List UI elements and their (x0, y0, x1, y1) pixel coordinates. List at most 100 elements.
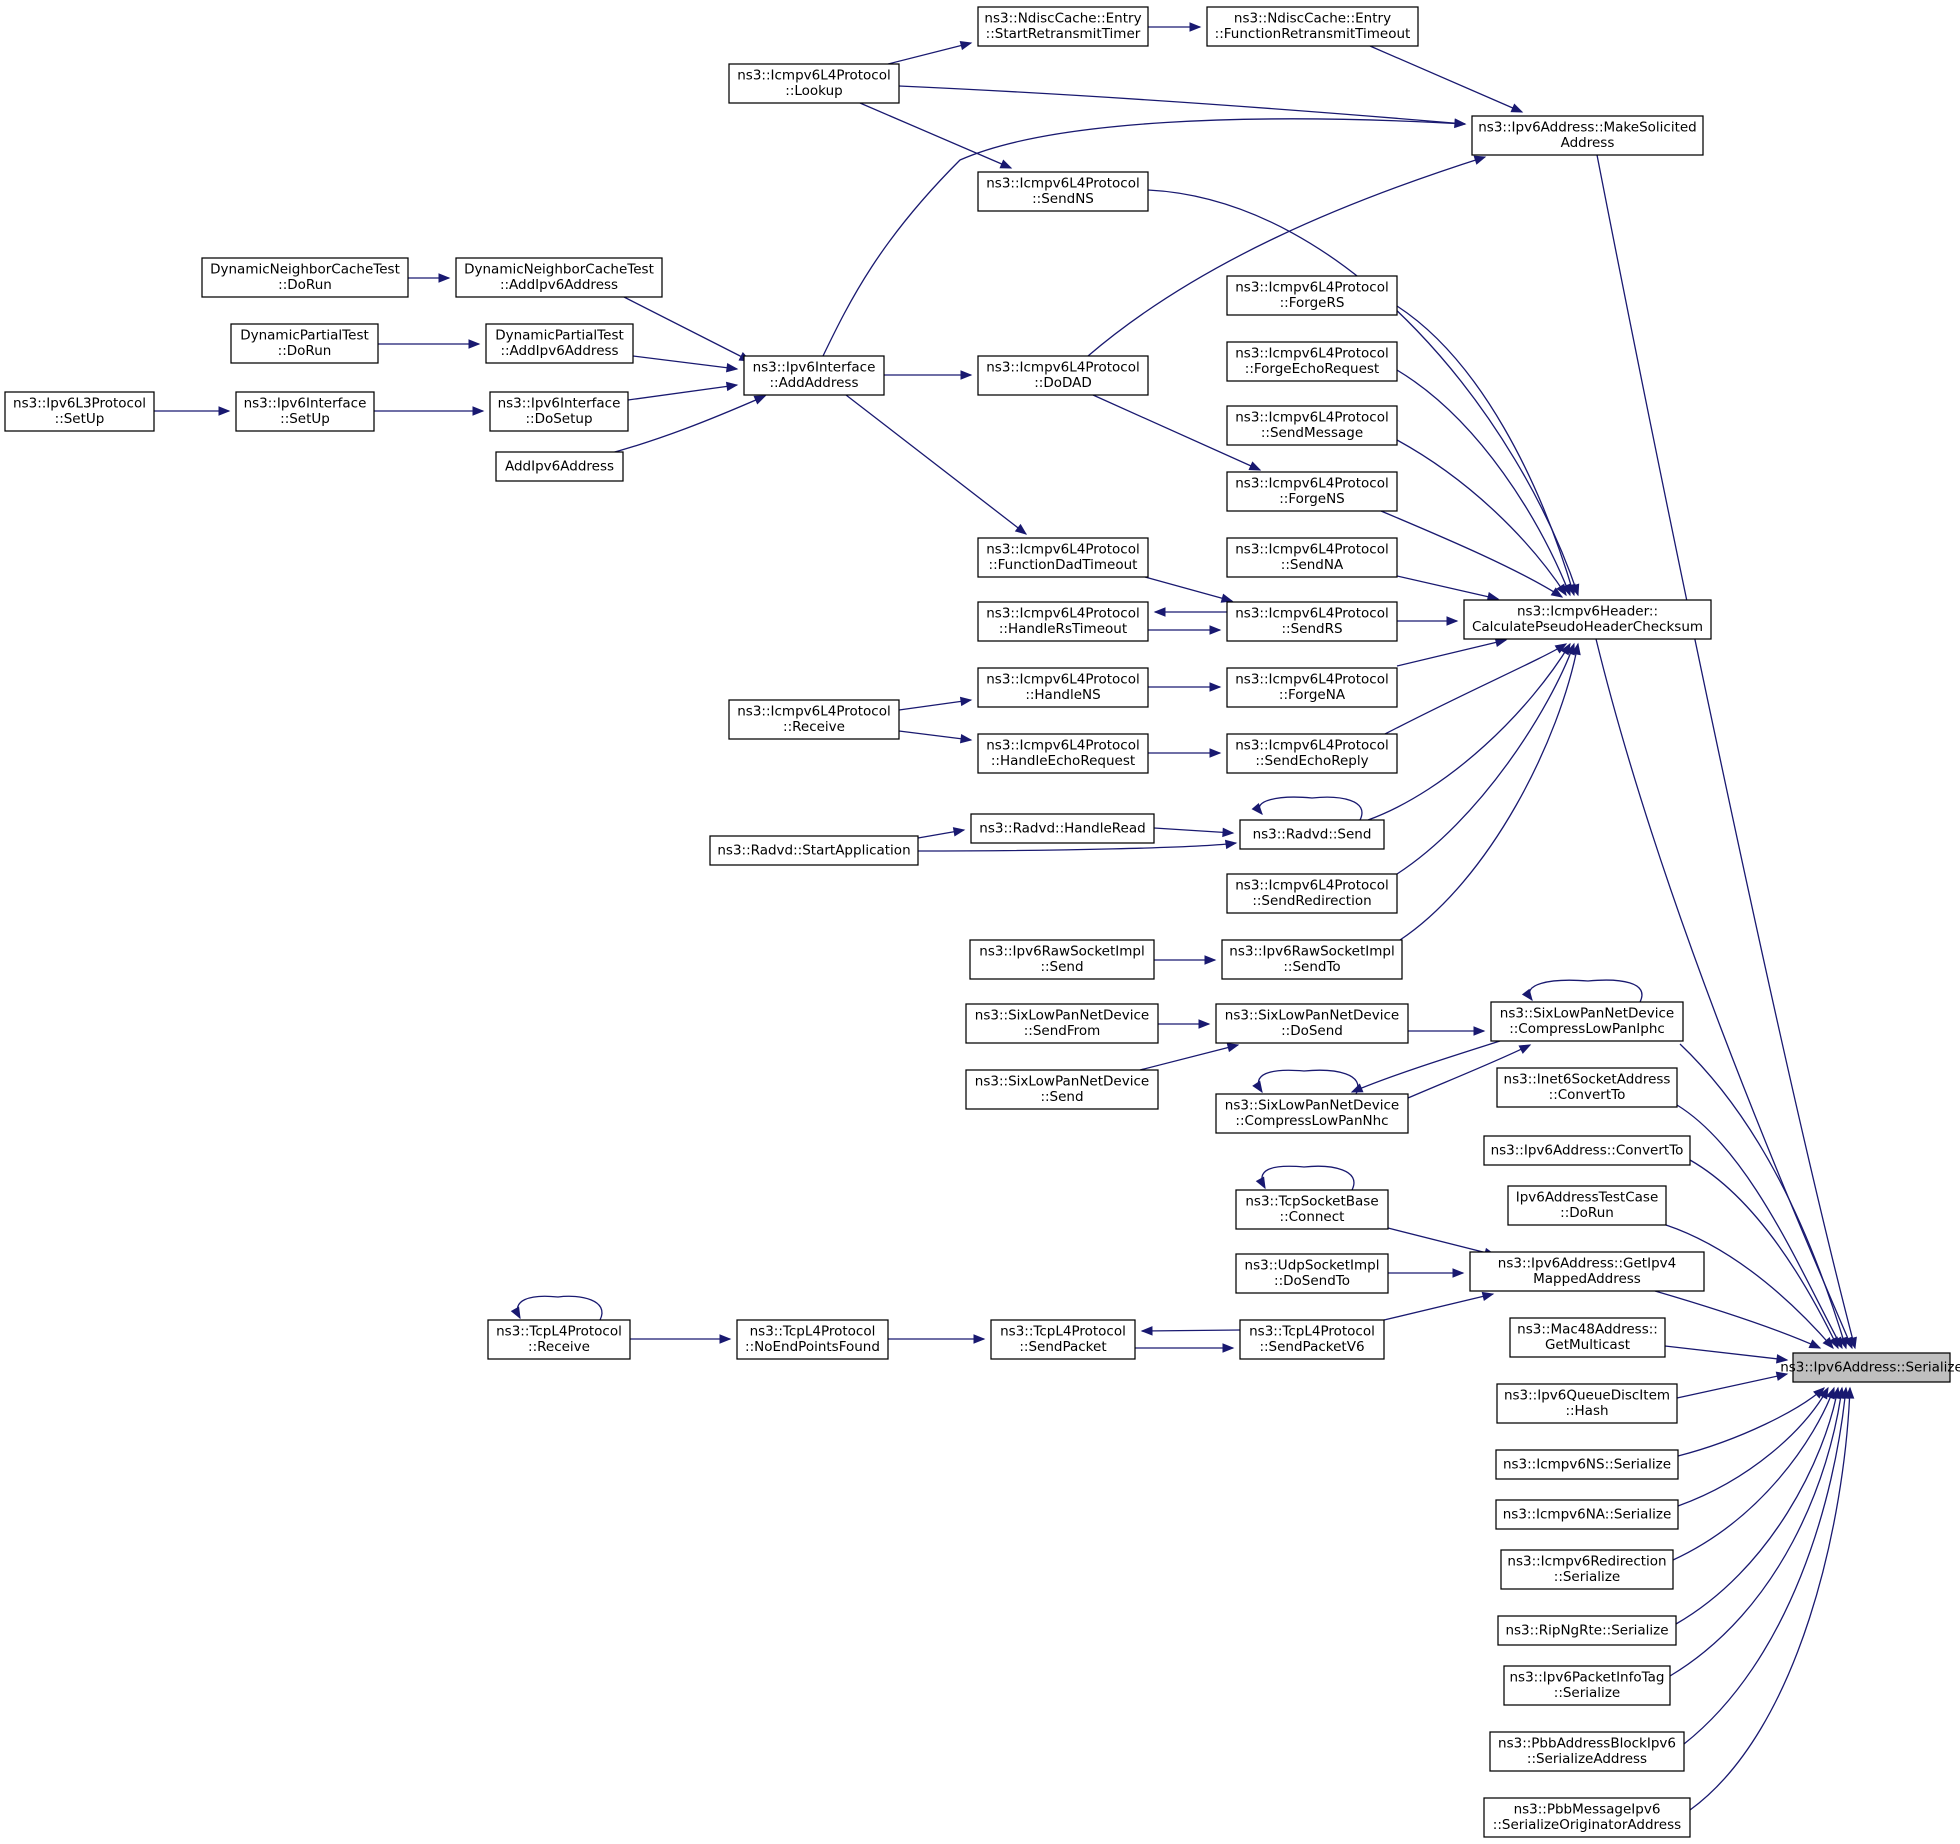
edge-dnct_add-to-ipv6if_addaddr (623, 296, 752, 362)
node-ndisc_func[interactable]: ns3::NdiscCache::Entry::FunctionRetransm… (1206, 6, 1419, 47)
node-label: ::FunctionRetransmitTimeout (1215, 26, 1411, 42)
node-slp_dosend[interactable]: ns3::SixLowPanNetDevice::DoSend (1215, 1003, 1409, 1044)
node-slp_nhc[interactable]: ns3::SixLowPanNetDevice::CompressLowPanN… (1215, 1093, 1409, 1134)
node-icmp_funcdad[interactable]: ns3::Icmpv6L4Protocol::FunctionDadTimeou… (977, 537, 1149, 578)
node-pbb_msg_ser[interactable]: ns3::PbbMessageIpv6::SerializeOriginator… (1483, 1797, 1691, 1838)
node-ipv6addr_convert[interactable]: ns3::Ipv6Address::ConvertTo (1483, 1135, 1691, 1166)
node-ipv6if_setup[interactable]: ns3::Ipv6Interface::SetUp (235, 391, 375, 432)
node-icmpv6ns_ser[interactable]: ns3::Icmpv6NS::Serialize (1495, 1449, 1679, 1480)
node-addipv6addr[interactable]: AddIpv6Address (495, 451, 624, 482)
node-icmp_lookup[interactable]: ns3::Icmpv6L4Protocol::Lookup (728, 63, 900, 104)
node-icmp_handleecho[interactable]: ns3::Icmpv6L4Protocol::HandleEchoRequest (977, 733, 1149, 774)
edge-icmp_sendna-to-calc_pseudo (1396, 575, 1500, 602)
node-tcpl4_sendpacket[interactable]: ns3::TcpL4Protocol::SendPacket (990, 1319, 1136, 1360)
node-label: DynamicNeighborCacheTest (464, 262, 654, 278)
node-label: ::AddIpv6Address (500, 277, 618, 293)
node-icmp_sendna[interactable]: ns3::Icmpv6L4Protocol::SendNA (1226, 537, 1398, 578)
node-ipv6if_dosetup[interactable]: ns3::Ipv6Interface::DoSetup (489, 391, 629, 432)
node-dnct_dorun[interactable]: DynamicNeighborCacheTest::DoRun (201, 257, 409, 298)
node-icmp_forgeecho[interactable]: ns3::Icmpv6L4Protocol::ForgeEchoRequest (1226, 341, 1398, 382)
node-calc_pseudo[interactable]: ns3::Icmpv6Header::CalculatePseudoHeader… (1463, 599, 1712, 640)
node-serialize_root[interactable]: ns3::Ipv6Address::Serialize (1780, 1352, 1960, 1383)
node-dpt_add[interactable]: DynamicPartialTest::AddIpv6Address (485, 323, 634, 364)
node-radvd_handleread[interactable]: ns3::Radvd::HandleRead (970, 813, 1155, 844)
node-label: ns3::Icmpv6L4Protocol (1235, 410, 1389, 426)
edge-layer (154, 22, 1857, 1811)
edge-radvd_handleread-to-radvd_send (1153, 827, 1235, 838)
node-inet6_convert[interactable]: ns3::Inet6SocketAddress::ConvertTo (1496, 1067, 1678, 1108)
node-label: ns3::PbbAddressBlockIpv6 (1498, 1736, 1676, 1752)
node-label: ns3::Ipv6RawSocketImpl (979, 944, 1144, 960)
node-icmp_sendrs[interactable]: ns3::Icmpv6L4Protocol::SendRS (1226, 601, 1398, 642)
node-tcpl4_sendv6[interactable]: ns3::TcpL4Protocol::SendPacketV6 (1239, 1319, 1385, 1360)
node-ipv6if_addaddr[interactable]: ns3::Ipv6Interface::AddAddress (743, 355, 885, 396)
edge-tcpl4_receive-to-tcpl4_receive (510, 1295, 603, 1321)
node-label: ns3::TcpL4Protocol (750, 1324, 876, 1340)
node-icmpv6na_ser[interactable]: ns3::Icmpv6NA::Serialize (1495, 1499, 1679, 1530)
edge-icmp_sendechoreply-to-calc_pseudo (1384, 643, 1568, 735)
node-icmp_handlers[interactable]: ns3::Icmpv6L4Protocol::HandleRsTimeout (977, 601, 1149, 642)
node-label: ns3::Ipv6Address::Serialize (1780, 1359, 1960, 1375)
edge-getipv4mapped-to-serialize_root (1654, 1290, 1822, 1349)
node-label: CalculatePseudoHeaderChecksum (1472, 619, 1703, 635)
node-udp_dosendto[interactable]: ns3::UdpSocketImpl::DoSendTo (1235, 1253, 1389, 1294)
edge-make_solicited-to-serialize_root (1596, 154, 1857, 1350)
node-dpt_dorun[interactable]: DynamicPartialTest::DoRun (230, 323, 379, 364)
node-raw_sendto[interactable]: ns3::Ipv6RawSocketImpl::SendTo (1221, 939, 1403, 980)
node-radvd_startapp[interactable]: ns3::Radvd::StartApplication (709, 835, 919, 866)
node-pbb_block_ser[interactable]: ns3::PbbAddressBlockIpv6::SerializeAddre… (1489, 1731, 1685, 1772)
node-label: ns3::SixLowPanNetDevice (1500, 1006, 1674, 1022)
node-icmp_dodad[interactable]: ns3::Icmpv6L4Protocol::DoDAD (977, 355, 1149, 396)
node-ndisc_start[interactable]: ns3::NdiscCache::Entry::StartRetransmitT… (977, 6, 1149, 47)
node-addrtest_dorun[interactable]: Ipv6AddressTestCase::DoRun (1507, 1185, 1667, 1226)
edge-radvd_startapp-to-radvd_handleread (917, 827, 966, 839)
node-ripng_ser[interactable]: ns3::RipNgRte::Serialize (1497, 1615, 1677, 1646)
node-ipv6l3_setup[interactable]: ns3::Ipv6L3Protocol::SetUp (4, 391, 155, 432)
node-raw_send[interactable]: ns3::Ipv6RawSocketImpl::Send (969, 939, 1155, 980)
node-label: ::DoSendTo (1274, 1273, 1350, 1289)
node-icmp_sendmsg[interactable]: ns3::Icmpv6L4Protocol::SendMessage (1226, 405, 1398, 446)
node-icmp_sendredir[interactable]: ns3::Icmpv6L4Protocol::SendRedirection (1226, 873, 1398, 914)
node-mac48_getmc[interactable]: ns3::Mac48Address::GetMulticast (1509, 1317, 1666, 1358)
edge-icmp_receive-to-icmp_handlens (898, 696, 973, 711)
node-label: ns3::Ipv6Interface (244, 396, 367, 412)
node-label: ns3::SixLowPanNetDevice (1225, 1098, 1399, 1114)
node-label: ::SerializeOriginatorAddress (1493, 1817, 1681, 1833)
edge-radvd_startapp-to-radvd_send (917, 839, 1238, 852)
node-queuedisc_hash[interactable]: ns3::Ipv6QueueDiscItem::Hash (1496, 1383, 1678, 1424)
node-icmp_forgena[interactable]: ns3::Icmpv6L4Protocol::ForgeNA (1226, 667, 1398, 708)
edge-icmp_receive-to-icmp_handleecho (898, 730, 973, 744)
node-label: ns3::Ipv6Address::GetIpv4 (1498, 1256, 1676, 1272)
node-icmp_handlens[interactable]: ns3::Icmpv6L4Protocol::HandleNS (977, 667, 1149, 708)
node-icmp_forgers[interactable]: ns3::Icmpv6L4Protocol::ForgeRS (1226, 275, 1398, 316)
edge-slp_sendfrom-to-slp_dosend (1158, 1019, 1211, 1029)
node-icmp_forgens[interactable]: ns3::Icmpv6L4Protocol::ForgeNS (1226, 471, 1398, 512)
node-slp_sendfrom[interactable]: ns3::SixLowPanNetDevice::SendFrom (965, 1003, 1159, 1044)
node-label: ns3::Ipv6PacketInfoTag (1510, 1670, 1665, 1686)
edge-pktinfotag_ser-to-serialize_root (1669, 1386, 1846, 1677)
node-icmp_sendechoreply[interactable]: ns3::Icmpv6L4Protocol::SendEchoReply (1226, 733, 1398, 774)
edge-tcpl4_sendv6-to-tcpl4_sendpacket (1140, 1326, 1241, 1336)
node-compress_iphc[interactable]: ns3::SixLowPanNetDevice::CompressLowPanI… (1490, 1001, 1684, 1042)
node-label: ::ForgeEchoRequest (1245, 361, 1379, 377)
edge-compress_iphc-to-slp_nhc (1350, 1040, 1501, 1093)
node-label: ns3::Ipv6Address::MakeSolicited (1478, 120, 1697, 136)
node-tcpl4_receive[interactable]: ns3::TcpL4Protocol::Receive (487, 1319, 631, 1360)
node-pktinfotag_ser[interactable]: ns3::Ipv6PacketInfoTag::Serialize (1503, 1665, 1671, 1706)
node-dnct_add[interactable]: DynamicNeighborCacheTest::AddIpv6Address (455, 257, 663, 298)
node-label: ::SendRedirection (1252, 893, 1371, 909)
node-radvd_send[interactable]: ns3::Radvd::Send (1239, 819, 1385, 850)
node-slp_send[interactable]: ns3::SixLowPanNetDevice::Send (965, 1069, 1159, 1110)
node-icmp_receive[interactable]: ns3::Icmpv6L4Protocol::Receive (728, 699, 900, 740)
node-label: ns3::Icmpv6NS::Serialize (1503, 1456, 1671, 1472)
node-tcpl4_noend[interactable]: ns3::TcpL4Protocol::NoEndPointsFound (736, 1319, 889, 1360)
node-icmpv6redir_ser[interactable]: ns3::Icmpv6Redirection::Serialize (1500, 1549, 1674, 1590)
node-icmp_sendns[interactable]: ns3::Icmpv6L4Protocol::SendNS (977, 171, 1149, 212)
edge-pbb_msg_ser-to-serialize_root (1689, 1386, 1855, 1811)
edge-icmpv6ns_ser-to-serialize_root (1677, 1387, 1825, 1457)
node-label: ns3::Icmpv6L4Protocol (1235, 346, 1389, 362)
node-label: GetMulticast (1545, 1337, 1630, 1353)
node-tcpsock_connect[interactable]: ns3::TcpSocketBase::Connect (1235, 1189, 1389, 1230)
